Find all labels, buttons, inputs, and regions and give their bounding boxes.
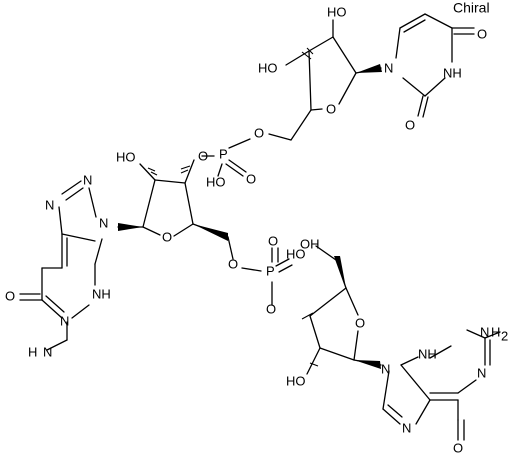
atom-ho-lower-phosphate: HO bbox=[286, 246, 306, 261]
atom-o-guanine1: O bbox=[5, 288, 15, 303]
atom-o-ring1: O bbox=[326, 101, 336, 116]
atom-o-uracil2: O bbox=[405, 117, 415, 132]
atom-ch-imidazole: N bbox=[83, 172, 92, 187]
atom-o-lower-double: O bbox=[268, 233, 278, 248]
atom-label-layer: HO HO O N NH O O O P O O HO HO O N N N N… bbox=[5, 4, 508, 455]
atom-ho-ribose1: HO bbox=[258, 60, 278, 75]
atom-ho-upper-phosphate: HO bbox=[206, 174, 226, 189]
atom-nh-guanine2: NH bbox=[418, 346, 437, 361]
atom-o-lower-ester: O bbox=[266, 301, 276, 316]
atom-n7-guanine2: N bbox=[402, 420, 411, 435]
atom-o-upper-link: O bbox=[254, 125, 264, 140]
atom-h-nh2-guanine2: H bbox=[491, 324, 500, 339]
atom-o-ring3: O bbox=[355, 315, 365, 330]
atom-n-nh2-guanine2: N bbox=[480, 324, 489, 339]
atom-p-upper: P bbox=[219, 146, 228, 161]
bond-layer bbox=[19, 13, 501, 441]
atom-ho-ribose2: HO bbox=[116, 149, 136, 164]
atom-o-uracil4: O bbox=[477, 26, 487, 41]
atom-oh-ribose1: HO bbox=[327, 4, 347, 19]
atom-n9-guanine1: N bbox=[99, 215, 108, 230]
atom-ho-ribose3: HO bbox=[286, 373, 306, 388]
atom-n-guanine1: N bbox=[60, 313, 69, 328]
atom-h-nh2-guanine1: H bbox=[28, 344, 37, 359]
atom-o-guanine2: O bbox=[453, 440, 463, 455]
atom-n7-guanine1: N bbox=[45, 197, 54, 212]
atom-sub2-nh2-guanine2: 2 bbox=[501, 328, 508, 343]
atom-n9-guanine2: N bbox=[381, 361, 390, 376]
atom-nh-uracil: NH bbox=[443, 65, 462, 80]
atom-oh-ch2oh: OH bbox=[300, 236, 320, 251]
atom-n-uracil1: N bbox=[384, 60, 393, 75]
atom-o-upper-ester: O bbox=[198, 148, 208, 163]
atom-n-nh2-guanine1: N bbox=[43, 344, 52, 359]
chiral-label: Chiral bbox=[453, 0, 490, 16]
atom-o-upper-double: O bbox=[246, 171, 256, 186]
atom-o-ring2: O bbox=[162, 229, 172, 244]
atom-n-guanine2: N bbox=[477, 365, 486, 380]
stereo-bond-layer bbox=[118, 47, 382, 369]
atom-nh-guanine1: NH bbox=[92, 286, 111, 301]
atom-p-lower: P bbox=[266, 263, 275, 278]
atom-o-lower-link: O bbox=[228, 256, 238, 271]
